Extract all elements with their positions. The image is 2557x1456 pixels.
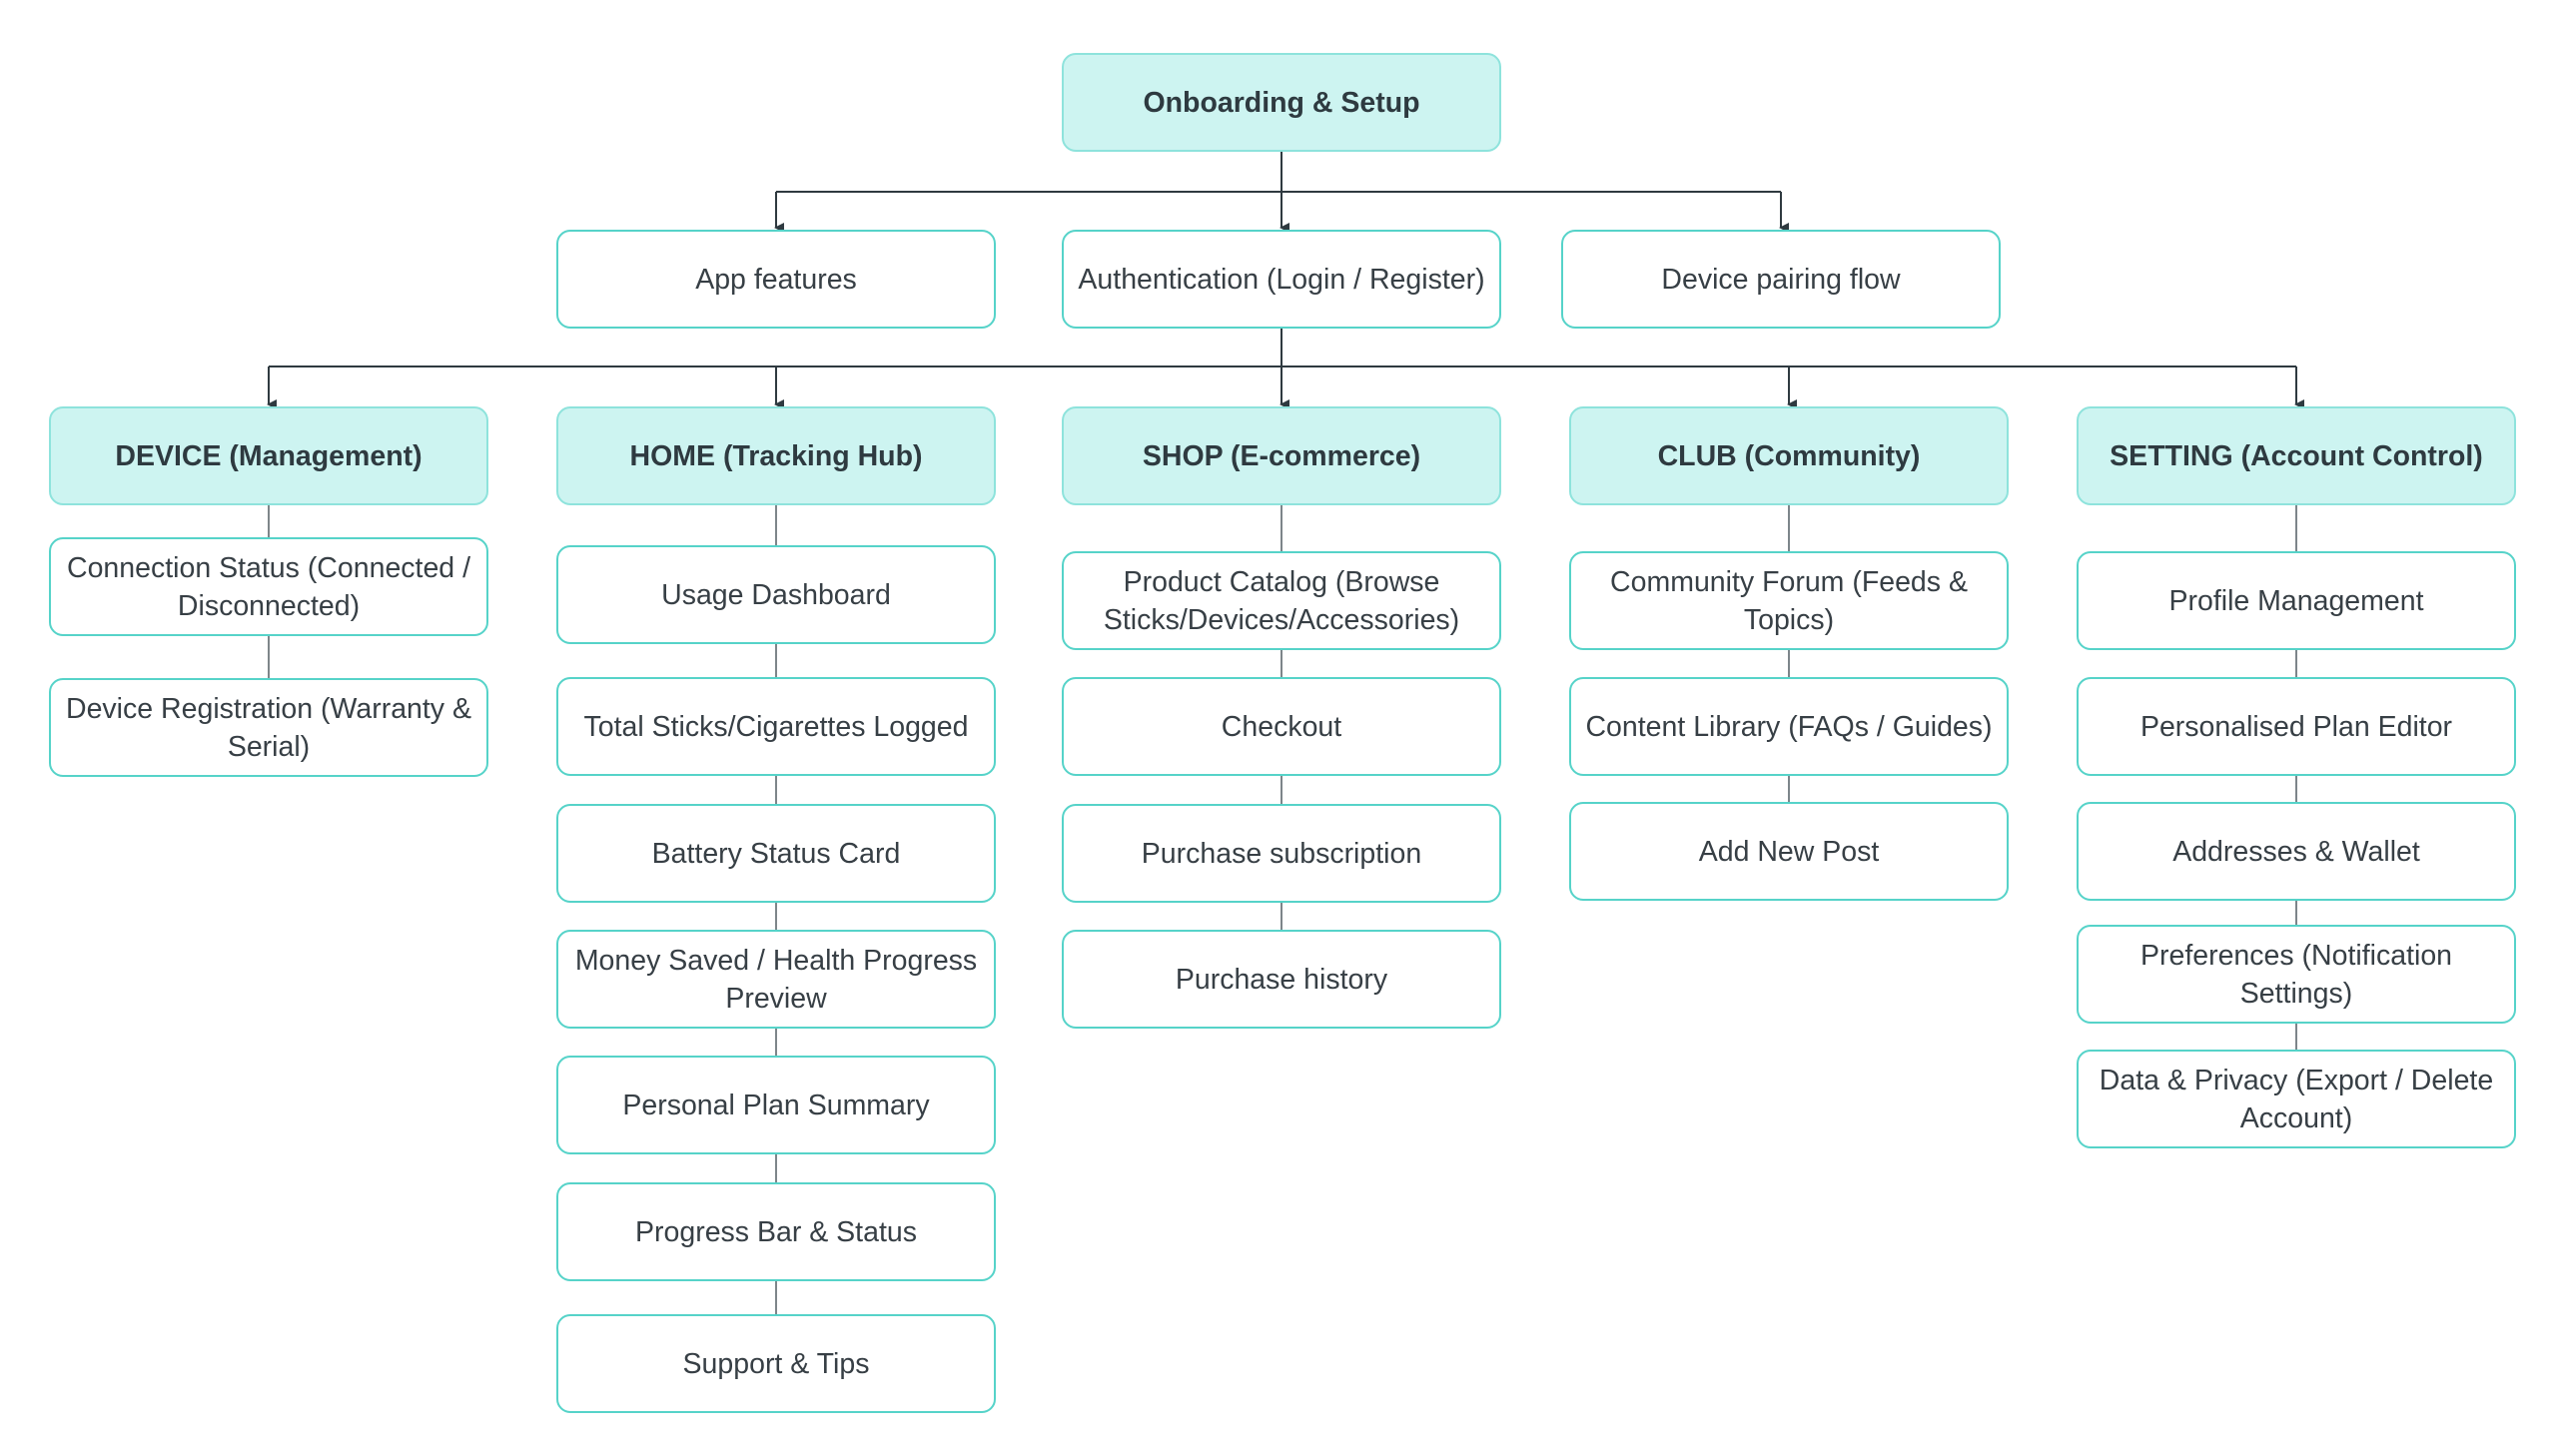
setting-item-data-privacy[interactable]: Data & Privacy (Export / Delete Account): [2077, 1050, 2516, 1148]
onboarding-step-label: Device pairing flow: [1661, 263, 1901, 296]
section-header-label: HOME (Tracking Hub): [629, 439, 923, 472]
item-label: Preferences (Notification Settings): [2139, 939, 2453, 1010]
shop-item-purchase-history[interactable]: Purchase history: [1062, 930, 1501, 1029]
device-item-connection-status[interactable]: Connection Status (Connected / Disconnec…: [49, 537, 488, 636]
item-label: Battery Status Card: [651, 837, 901, 870]
home-item-total-logged[interactable]: Total Sticks/Cigarettes Logged: [556, 677, 996, 776]
onboarding-step-label: App features: [695, 263, 857, 296]
item-label: Add New Post: [1698, 835, 1880, 868]
item-label: Support & Tips: [682, 1347, 870, 1380]
home-item-support-tips[interactable]: Support & Tips: [556, 1314, 996, 1413]
section-header-home[interactable]: HOME (Tracking Hub): [556, 406, 996, 505]
onboarding-step-app-features[interactable]: App features: [556, 230, 996, 329]
club-item-content-library[interactable]: Content Library (FAQs / Guides): [1569, 677, 2009, 776]
item-label: Profile Management: [2168, 584, 2424, 617]
section-header-label: SHOP (E-commerce): [1142, 439, 1421, 472]
item-label: Usage Dashboard: [661, 578, 891, 611]
root-node-label: Onboarding & Setup: [1143, 86, 1420, 119]
shop-item-product-catalog[interactable]: Product Catalog (Browse Sticks/Devices/A…: [1062, 551, 1501, 650]
home-item-plan-summary[interactable]: Personal Plan Summary: [556, 1056, 996, 1154]
setting-item-profile-management[interactable]: Profile Management: [2077, 551, 2516, 650]
onboarding-step-label: Authentication (Login / Register): [1078, 263, 1485, 296]
home-item-usage-dashboard[interactable]: Usage Dashboard: [556, 545, 996, 644]
item-label: Community Forum (Feeds & Topics): [1610, 565, 1968, 636]
item-label: Progress Bar & Status: [635, 1215, 917, 1248]
club-item-community-forum[interactable]: Community Forum (Feeds & Topics): [1569, 551, 2009, 650]
home-item-money-saved[interactable]: Money Saved / Health Progress Preview: [556, 930, 996, 1029]
item-label: Purchase history: [1175, 963, 1388, 996]
setting-item-preferences[interactable]: Preferences (Notification Settings): [2077, 925, 2516, 1024]
device-item-registration[interactable]: Device Registration (Warranty & Serial): [49, 678, 488, 777]
item-label: Product Catalog (Browse Sticks/Devices/A…: [1103, 565, 1460, 636]
section-header-device[interactable]: DEVICE (Management): [49, 406, 488, 505]
item-label: Personal Plan Summary: [622, 1089, 930, 1121]
item-label: Device Registration (Warranty & Serial): [66, 692, 471, 763]
home-item-battery-status[interactable]: Battery Status Card: [556, 804, 996, 903]
shop-item-checkout[interactable]: Checkout: [1062, 677, 1501, 776]
setting-item-addresses-wallet[interactable]: Addresses & Wallet: [2077, 802, 2516, 901]
section-header-club[interactable]: CLUB (Community): [1569, 406, 2009, 505]
item-label: Total Sticks/Cigarettes Logged: [583, 710, 969, 743]
onboarding-step-authentication[interactable]: Authentication (Login / Register): [1062, 230, 1501, 329]
onboarding-step-device-pairing[interactable]: Device pairing flow: [1561, 230, 2001, 329]
item-label: Addresses & Wallet: [2172, 835, 2420, 868]
section-header-shop[interactable]: SHOP (E-commerce): [1062, 406, 1501, 505]
root-node-onboarding[interactable]: Onboarding & Setup: [1062, 53, 1501, 152]
item-label: Personalised Plan Editor: [2139, 710, 2453, 743]
section-header-label: DEVICE (Management): [115, 439, 423, 472]
item-label: Connection Status (Connected / Disconnec…: [67, 551, 470, 622]
club-item-add-new-post[interactable]: Add New Post: [1569, 802, 2009, 901]
item-label: Data & Privacy (Export / Delete Account): [2099, 1064, 2494, 1134]
item-label: Money Saved / Health Progress Preview: [574, 944, 978, 1015]
shop-item-purchase-subscription[interactable]: Purchase subscription: [1062, 804, 1501, 903]
section-header-setting[interactable]: SETTING (Account Control): [2077, 406, 2516, 505]
item-label: Purchase subscription: [1141, 837, 1422, 870]
home-item-progress-bar[interactable]: Progress Bar & Status: [556, 1182, 996, 1281]
section-header-label: SETTING (Account Control): [2110, 439, 2483, 472]
item-label: Content Library (FAQs / Guides): [1585, 710, 1993, 743]
item-label: Checkout: [1221, 710, 1342, 743]
setting-item-plan-editor[interactable]: Personalised Plan Editor: [2077, 677, 2516, 776]
section-header-label: CLUB (Community): [1657, 439, 1921, 472]
